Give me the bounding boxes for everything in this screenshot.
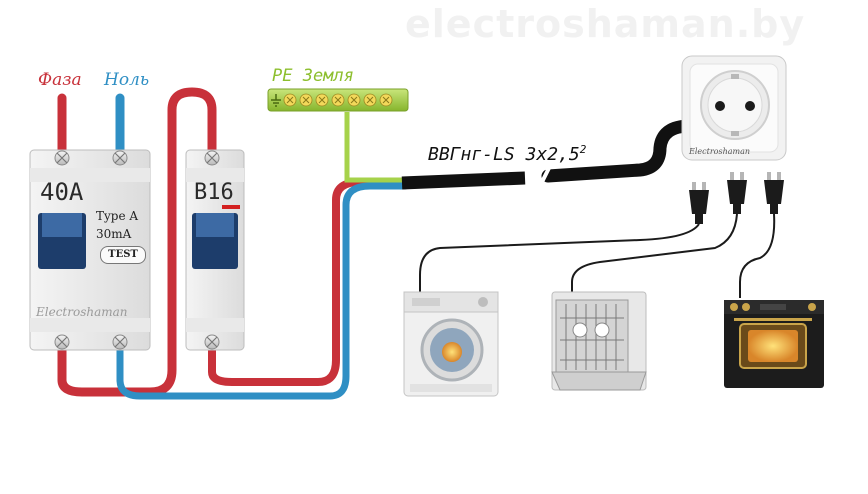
plug-icon <box>689 182 709 224</box>
breaker-rating: B16 <box>194 180 234 205</box>
rcd-test-button[interactable]: TEST <box>100 246 146 264</box>
rcd-type: Type A <box>96 209 139 223</box>
socket-brand: Electroshaman <box>689 147 751 156</box>
washing-machine-icon <box>403 291 499 397</box>
phase-label: Фаза <box>38 70 82 90</box>
rcd-leakage: 30mA <box>96 227 132 241</box>
ground-symbol-icon <box>271 94 281 107</box>
neutral-label: Ноль <box>104 70 150 90</box>
dishwasher-icon <box>551 291 647 391</box>
cable-label: ВВГнг-LS 3x2,52 <box>428 143 586 165</box>
pe-busbar <box>267 88 409 112</box>
pe-ground-label: PE Земля <box>272 66 354 86</box>
phase-jumper-wire <box>57 87 217 397</box>
neutral-out-wire <box>116 182 409 400</box>
watermark: electroshaman.by <box>405 2 806 46</box>
wall-socket <box>681 55 787 161</box>
ground-wire <box>344 112 405 183</box>
plug-icon <box>727 172 747 214</box>
main-cable <box>401 119 697 195</box>
oven-icon <box>724 300 824 388</box>
rcd-module <box>29 149 151 351</box>
rcd-rating: 40A <box>40 178 84 206</box>
cable-label-text: ВВГнг-LS 3x2,5 <box>428 144 580 165</box>
phase-out-wire <box>208 178 409 386</box>
breaker-module <box>185 149 245 351</box>
plugs <box>419 172 784 298</box>
plug-icon <box>764 172 784 214</box>
rcd-brand: Electroshaman <box>36 305 128 319</box>
cable-label-exponent: 2 <box>579 143 587 156</box>
